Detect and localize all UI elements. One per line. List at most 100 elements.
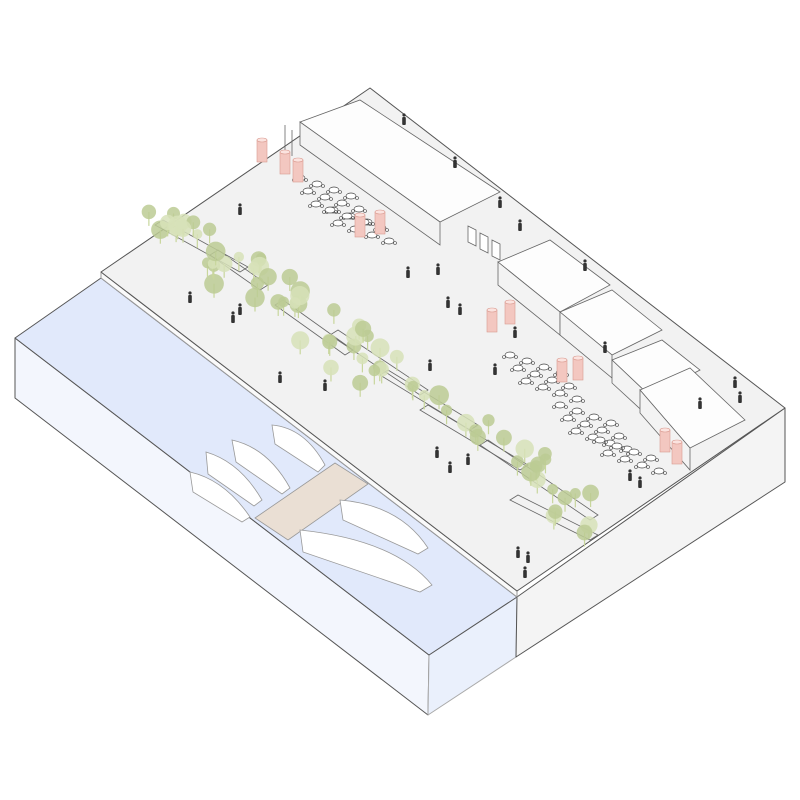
chair [609,446,613,450]
person-head [526,551,530,555]
person-body [526,555,530,563]
chair [547,387,551,391]
person-head [733,376,737,380]
chair [603,423,607,427]
tree-canopy [370,338,390,358]
person-head [453,156,457,160]
chair [544,380,548,384]
tree-canopy [515,439,534,458]
chair [621,446,625,450]
person-head [516,546,520,550]
cafe-table [653,467,665,475]
building-back [284,99,501,246]
cafe-table [537,383,549,391]
chair [312,191,316,195]
cafe-table [341,212,353,220]
chair [589,424,593,428]
tree-canopy [245,287,265,308]
cafe-table [336,199,348,207]
column [292,159,304,183]
chair [581,411,585,415]
tree-canopy [511,455,524,468]
person-body [446,300,450,308]
person-body [323,383,327,391]
chair [573,386,577,390]
chair [510,368,514,372]
tree-canopy [174,220,192,238]
chair [619,449,623,453]
person-body [583,263,587,271]
person-body [428,363,432,371]
chair [339,216,343,220]
cafe-table [596,426,608,434]
cafe-table [613,432,625,440]
person-body [453,160,457,168]
chair [634,465,638,469]
chair [330,223,334,227]
column-top [292,157,304,163]
chair [629,459,633,463]
cafe-table [345,192,357,200]
tree-canopy [192,229,203,240]
chair [300,191,304,195]
tree-canopy [352,374,369,391]
cafe-table [571,407,583,415]
chair [535,387,539,391]
tree-canopy [440,404,453,416]
column [659,429,671,453]
chair [604,440,608,444]
cafe-table [554,401,566,409]
cafe-table [563,382,575,390]
person-body [516,550,520,558]
chair [308,204,312,208]
chair [646,465,650,469]
person-body [603,345,607,353]
tree-canopy [407,380,419,392]
person-head [446,296,450,300]
boat [271,424,326,473]
person-body [628,473,632,481]
people [188,113,742,578]
chair [522,368,526,372]
person-head [231,311,235,315]
tree-canopy [429,385,449,406]
cafe-table [310,200,322,208]
column-top [486,307,498,313]
tree-canopy [389,349,404,364]
cafe-table [602,449,614,457]
tree-canopy [270,294,287,310]
chair [580,431,584,435]
person-body [435,450,439,458]
chair [585,437,589,441]
tree-canopy [233,251,244,262]
cafe-table [353,205,365,213]
tree-canopy [547,483,559,495]
cafe-table [605,419,617,427]
chair [577,424,581,428]
chair [536,367,540,371]
chair [548,367,552,371]
chair [568,431,572,435]
cafe-table [546,376,558,384]
pink-columns [256,137,683,465]
chair [552,393,556,397]
tree-canopy [521,462,541,482]
column [279,151,291,175]
cafe-table [383,237,395,245]
cafe-table [571,395,583,403]
person-head [402,113,406,117]
cafe-table [619,455,631,463]
tree-canopy [582,484,599,502]
chair [363,209,367,213]
person-head [458,303,462,307]
tree-canopy [539,453,552,466]
column-top [659,427,671,433]
person-body [638,480,642,488]
column-top [504,299,516,305]
chair [342,223,346,227]
person-body [523,570,527,578]
person-body [498,200,502,208]
chair [326,190,330,194]
person-head [428,359,432,363]
